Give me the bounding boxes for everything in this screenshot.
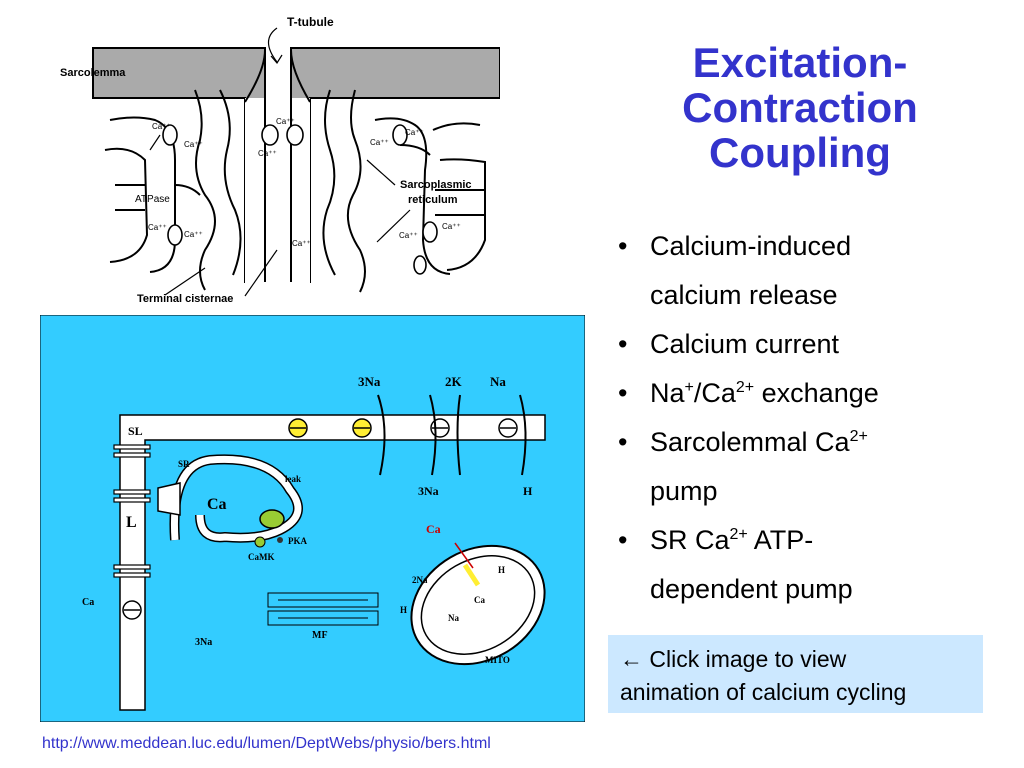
animation-callout: ← Click image to view animation of calci… (608, 635, 983, 713)
label-leak: leak (285, 474, 301, 484)
pka-dot (277, 537, 283, 543)
ca-label: Ca⁺⁺ (152, 122, 171, 131)
bullet-item: Na+/Ca2+ exchange (614, 369, 1014, 418)
label-h-mito: H (498, 565, 505, 575)
label-mf: MF (312, 630, 328, 641)
t-tubule-label: T-tubule (287, 15, 334, 29)
sr-loop (170, 455, 302, 542)
reticulum-label: reticulum (408, 194, 458, 206)
ca-label: Ca⁺⁺ (258, 149, 277, 158)
myofilaments (267, 592, 379, 626)
callout-line: ← Click image to view (620, 646, 847, 672)
ca-entry-arrow (454, 542, 474, 569)
slide-title: Excitation- Contraction Coupling (640, 40, 960, 175)
ca-label: Ca⁺⁺ (292, 239, 311, 248)
sarcoplasmic-label: Sarcoplasmic (400, 179, 472, 191)
sarcolemma-label: Sarcolemma (60, 67, 126, 79)
ca-label: Ca⁺⁺ (405, 128, 424, 137)
label-ca-sr: Ca (207, 496, 227, 513)
ca-label: Ca⁺⁺ (399, 231, 418, 240)
serca-pump (259, 509, 285, 529)
ca-label: Ca⁺⁺ (442, 222, 461, 231)
bullet-item: SR Ca2+ ATP- dependent pump (614, 516, 1014, 614)
callout-line: animation of calcium cycling (620, 679, 907, 705)
label-2na: 2Na (412, 575, 428, 585)
label-pointers (149, 27, 411, 297)
ca-label: Ca⁺⁺ (276, 117, 295, 126)
atpase-label: ATPase (135, 194, 170, 205)
label-3na-left: 3Na (195, 637, 212, 648)
l-type-channels (113, 444, 151, 578)
mitochondrion (410, 544, 546, 666)
title-line: Coupling (709, 129, 891, 176)
label-ca-red: Ca (426, 522, 441, 536)
terminal-cisternae-label: Terminal cisternae (137, 293, 233, 305)
label-mito: MITO (485, 655, 510, 665)
t-tubule-diagram: T-tubule Sarcolemma Ca⁺⁺ Ca⁺⁺ Ca⁺⁺ Ca⁺⁺ … (60, 15, 500, 305)
phospholamban (254, 536, 266, 548)
bullet-item: Calcium-induced calcium release (614, 222, 1014, 320)
ca-label: Ca⁺⁺ (184, 230, 203, 239)
mitochondrion-inner (420, 555, 536, 655)
ca-label: Ca⁺⁺ (370, 138, 389, 147)
ryr-channel (157, 482, 181, 516)
label-sr: SR (178, 459, 190, 469)
source-url-link[interactable]: http://www.meddean.luc.edu/lumen/DeptWeb… (42, 735, 491, 752)
bullet-list: Calcium-induced calcium release Calcium … (614, 222, 1014, 614)
ca-label: Ca⁺⁺ (184, 140, 203, 149)
label-sl: SL (128, 424, 143, 438)
label-h-mito2: H (400, 605, 407, 615)
label-ca-left: Ca (82, 597, 94, 608)
label-l: L (126, 514, 137, 531)
label-na-mito: Na (448, 613, 459, 623)
title-line: Excitation- (692, 39, 908, 86)
calcium-cycling-animation-image[interactable]: 3Na 2K Na SL SR Ca leak PKA CaMK L Ca 3N… (40, 315, 585, 722)
ca-channels (162, 124, 438, 275)
mito-uniporter (462, 563, 481, 587)
label-3na-top: 3Na (358, 374, 381, 389)
title-line: Contraction (682, 84, 918, 131)
reticulum-network (104, 89, 486, 293)
sarcolemma-tube (119, 414, 546, 711)
label-camk: CaMK (248, 552, 275, 562)
label-2k: 2K (445, 374, 463, 389)
label-na-top: Na (490, 374, 506, 389)
label-ca-mito: Ca (474, 595, 485, 605)
label-h-bottom: H (523, 484, 533, 498)
label-3na-bottom: 3Na (418, 484, 439, 498)
label-pka: PKA (288, 536, 307, 546)
exchanger-arcs (377, 394, 527, 476)
ca-label: Ca⁺⁺ (148, 223, 167, 232)
bullet-item: Sarcolemmal Ca2+ pump (614, 418, 1014, 516)
bullet-item: Calcium current (614, 320, 1014, 369)
